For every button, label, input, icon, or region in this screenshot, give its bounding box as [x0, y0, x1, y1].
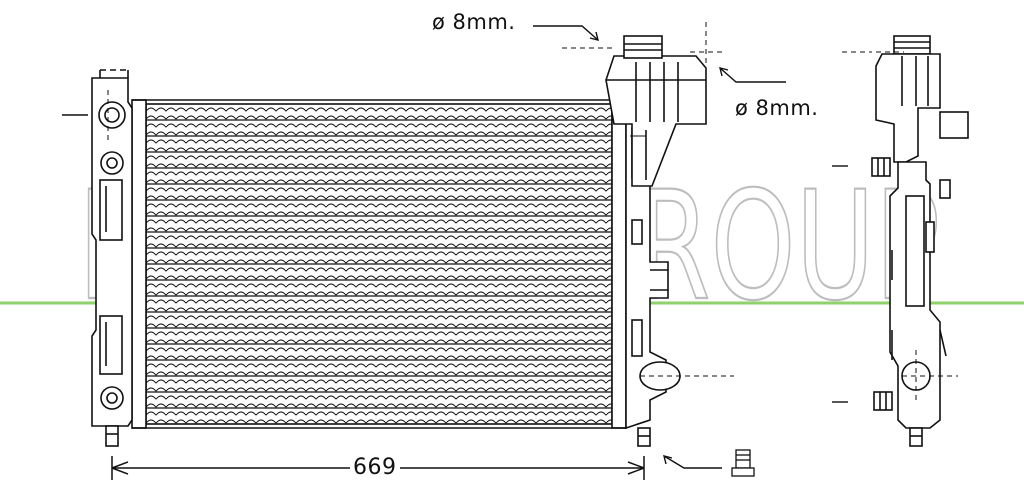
- expansion-tank: [605, 55, 707, 187]
- left-mount-hole-top: [98, 101, 126, 129]
- front-view: [62, 22, 786, 480]
- side-expansion-cap: [893, 35, 931, 55]
- side-plate-left: [131, 99, 147, 429]
- side-view: [832, 35, 969, 447]
- side-outlet-pipe: [873, 391, 893, 411]
- side-inlet-pipe: [871, 157, 891, 177]
- right-pin: [637, 427, 651, 447]
- pipe-diameter-label-top: ø 8mm.: [432, 10, 516, 34]
- side-expansion-tank: [875, 53, 941, 163]
- core-tubes: [146, 119, 612, 409]
- leader-arrow-top: [533, 25, 599, 41]
- side-pin: [909, 427, 923, 447]
- bolt-leader-arrow: [663, 455, 722, 469]
- mount-bolt-icon: [731, 449, 755, 477]
- leader-arrow-right: [719, 67, 786, 83]
- left-mount-hole-bottom: [100, 386, 124, 410]
- left-mount-hole-mid: [100, 151, 124, 175]
- left-pin: [105, 425, 119, 447]
- expansion-tank-cap: [623, 35, 663, 59]
- side-plate-right: [611, 99, 627, 429]
- width-dimension-label: 669: [350, 455, 400, 480]
- pipe-diameter-label-side: ø 8mm.: [735, 96, 819, 120]
